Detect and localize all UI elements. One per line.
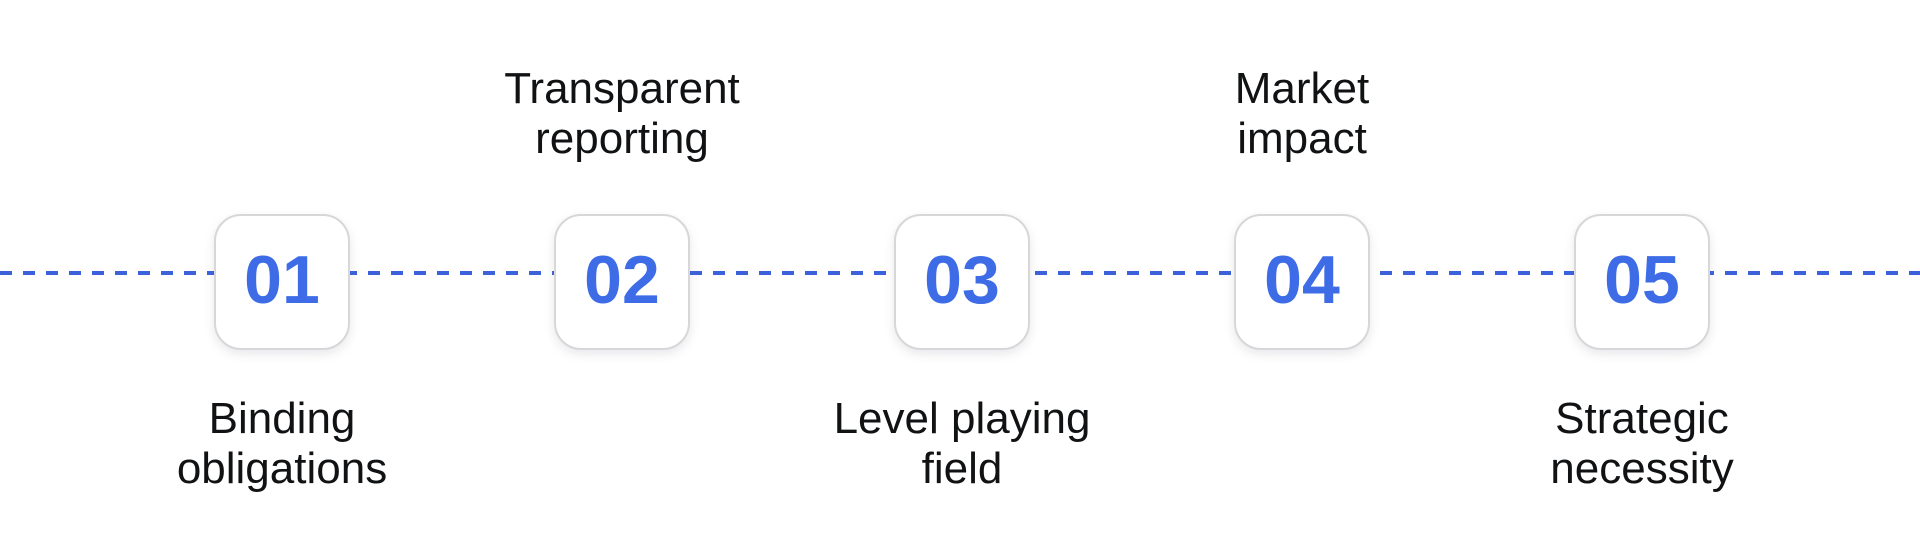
step-number-box-3: 03: [894, 214, 1030, 350]
step-label-1: Binding obligations: [176, 394, 388, 493]
step-label-3: Level playing field: [833, 394, 1091, 493]
step-number-box-5: 05: [1574, 214, 1710, 350]
timeline-step-4: 04 Market impact: [1122, 0, 1482, 547]
step-number-box-2: 02: [554, 214, 690, 350]
timeline-step-3: 03 Level playing field: [782, 0, 1142, 547]
step-number-4: 04: [1264, 242, 1340, 318]
step-label-4: Market impact: [1234, 64, 1370, 163]
step-label-5: Strategic necessity: [1550, 394, 1734, 493]
step-number-2: 02: [584, 242, 660, 318]
step-number-3: 03: [924, 242, 1000, 318]
timeline-step-2: 02 Transparent reporting: [442, 0, 802, 547]
step-number-box-4: 04: [1234, 214, 1370, 350]
step-number-5: 05: [1604, 242, 1680, 318]
step-number-1: 01: [244, 242, 320, 318]
step-number-box-1: 01: [214, 214, 350, 350]
step-label-2: Transparent reporting: [504, 64, 740, 163]
timeline-step-1: 01 Binding obligations: [102, 0, 462, 547]
timeline-step-5: 05 Strategic necessity: [1462, 0, 1822, 547]
